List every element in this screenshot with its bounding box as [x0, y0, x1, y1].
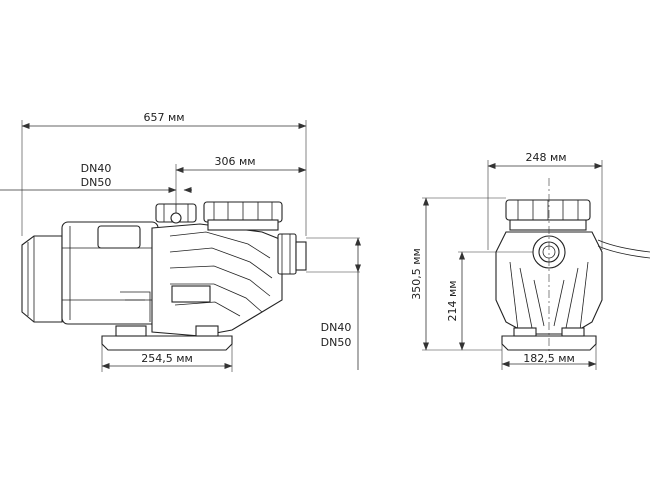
overall-length-label: 657 мм — [143, 111, 184, 124]
front-view-dimensions — [422, 160, 603, 370]
outlet-dn50-label: DN50 — [321, 336, 352, 349]
overall-height-label: 350,5 мм — [410, 248, 423, 300]
inlet-dn50-label: DN50 — [81, 176, 112, 189]
side-view — [21, 201, 307, 351]
inlet-dn40-label: DN40 — [81, 162, 112, 175]
outlet-dn40-label: DN40 — [321, 321, 352, 334]
side-view-dimensions — [0, 120, 361, 372]
overall-width-label: 248 мм — [525, 151, 566, 164]
port-offset-label: 306 мм — [214, 155, 255, 168]
front-view — [495, 178, 650, 352]
base-width-label: 182,5 мм — [523, 352, 575, 365]
base-length-label: 254,5 мм — [141, 352, 193, 365]
axis-height-label: 214 мм — [446, 280, 459, 321]
